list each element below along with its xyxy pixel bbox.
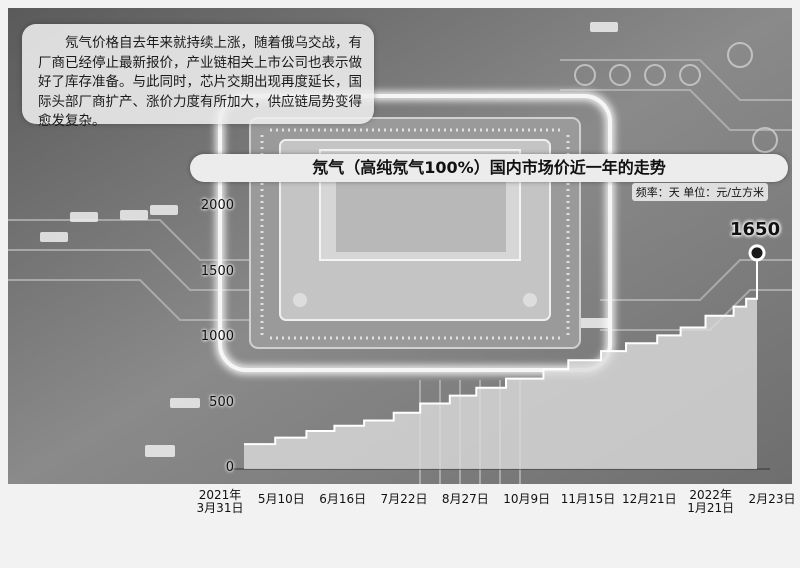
x-tick-label: 10月9日 — [503, 492, 551, 506]
chart-note: 频率：天 单位：元/立方米 — [631, 183, 768, 201]
x-tick-label: 11月15日 — [560, 492, 616, 506]
intro-text: 氖气价格自去年来就持续上涨，随着俄乌交战，有厂商已经停止最新报价，产业链相关上市… — [38, 35, 362, 129]
price-line — [244, 252, 758, 446]
x-tick-label: 6月16日 — [319, 492, 367, 506]
y-tick-label: 1000 — [200, 329, 234, 344]
x-tick-label: 8月27日 — [441, 492, 489, 506]
x-tick-label: 12月21日 — [622, 492, 677, 506]
title-bar — [190, 154, 788, 182]
y-tick-label: 0 — [225, 460, 234, 475]
price-area — [244, 252, 757, 469]
y-tick-label: 500 — [209, 394, 234, 410]
y-tick-label: 2000 — [200, 198, 234, 213]
x-tick-label: 2月23日 — [748, 492, 796, 506]
last-value-label: 1650 — [730, 218, 781, 240]
chart-title: 氖气（高纯氖气100%）国内市场价近一年的走势 — [312, 158, 666, 177]
intro-box — [22, 24, 374, 124]
x-tick-label: 7月22日 — [380, 492, 428, 506]
y-tick-label: 1500 — [200, 263, 234, 279]
x-tick-label: 5月10日 — [257, 492, 305, 506]
last-point-marker — [748, 244, 766, 262]
